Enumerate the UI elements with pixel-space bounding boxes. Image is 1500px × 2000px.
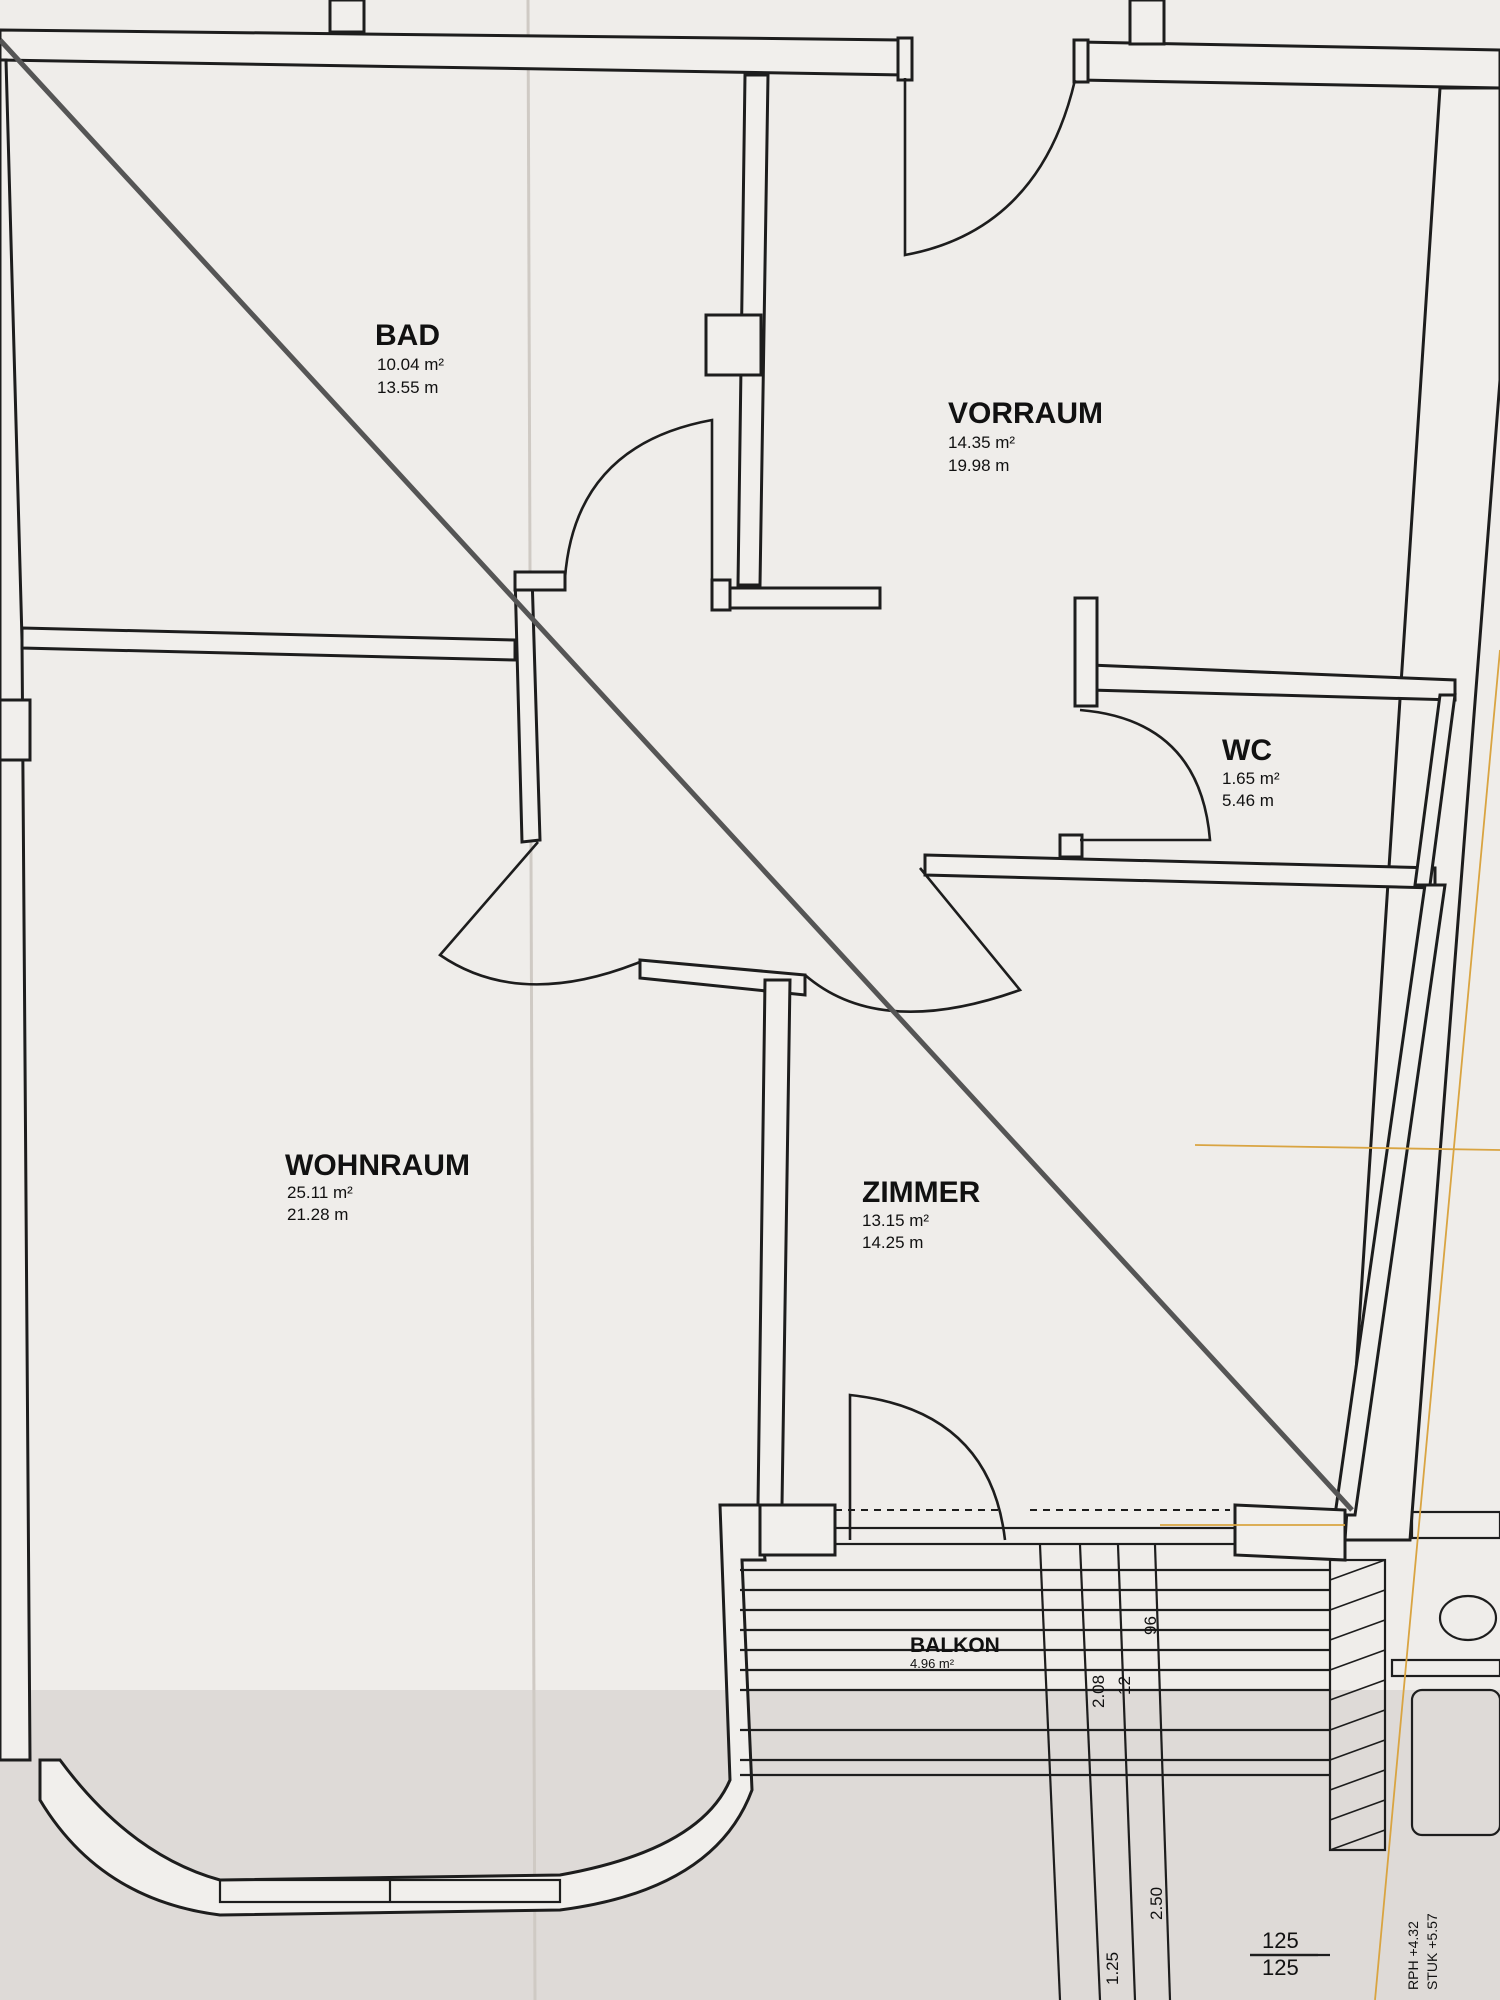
door-wohnraum [438, 841, 641, 986]
column-hatching [1329, 1559, 1386, 1851]
wall-stub-top-2 [1128, 0, 1166, 46]
wall-left [0, 58, 32, 1762]
reference-lines [1160, 649, 1500, 2000]
room-vorraum-perimeter: 19.98 m [948, 456, 1009, 475]
dimension-labels: 96 12 2.08 2.50 1.25 125 125 RPH +4.32 S… [1089, 1616, 1440, 1990]
room-balkon-name: BALKON [910, 1634, 1000, 1657]
ref-line-h [1194, 1144, 1500, 1151]
wall-zimmer-right [1333, 883, 1447, 1517]
room-bad-perimeter: 13.55 m [377, 378, 438, 397]
basin-neighbour [1410, 1688, 1500, 1837]
door-balkon [848, 1393, 1007, 1541]
balcony [740, 1510, 1500, 2000]
wall-top-right [1078, 40, 1500, 90]
rail-hatched-2 [1390, 1658, 1500, 1678]
dim-208: 2.08 [1089, 1675, 1108, 1708]
dim-vline-1 [1038, 1544, 1062, 2000]
rail-hatched [1410, 1510, 1500, 1540]
room-labels: BAD 10.04 m² 13.55 m VORRAUM 14.35 m² 19… [285, 319, 1280, 1671]
door-zimmer [804, 867, 1023, 1014]
room-zimmer-name: ZIMMER [862, 1176, 981, 1209]
wall-bad-wohn [20, 626, 517, 662]
room-bad-area: 10.04 m² [377, 355, 444, 374]
room-wc-name: WC [1222, 734, 1272, 767]
ref-line-v [1374, 649, 1500, 2000]
dim-125-a: 125 [1262, 1928, 1299, 1953]
level-rph: RPH +4.32 [1405, 1921, 1421, 1990]
door-bad [563, 418, 714, 585]
dim-12: 12 [1115, 1676, 1134, 1695]
neighbour-fixtures [1410, 1594, 1500, 1837]
room-vorraum-area: 14.35 m² [948, 433, 1015, 452]
wall-jamb-vorraum-2 [710, 578, 732, 612]
wall-door-jamb-bad [513, 570, 567, 592]
paper-fold [526, 0, 537, 2000]
wall-jamb-vorraum-1 [710, 586, 882, 610]
column-hatched [1328, 1558, 1387, 1852]
dim-125-b: 125 [1262, 1955, 1299, 1980]
wall-zimmer-bottom-right [1233, 1503, 1347, 1562]
wall-stub-top-1 [328, 0, 366, 34]
room-wohnraum-area: 25.11 m² [287, 1183, 353, 1202]
wall-jamb-entrance-right [1072, 38, 1090, 84]
dim-vline-4 [1153, 1544, 1172, 2000]
dim-vline-2 [1078, 1544, 1102, 2000]
room-wc-area: 1.65 m² [1222, 769, 1280, 788]
doors [438, 78, 1212, 1541]
wall-zimmer-bottom [758, 1503, 837, 1557]
room-balkon-area: 4.96 m² [910, 1656, 955, 1671]
dim-250: 2.50 [1147, 1887, 1166, 1920]
wall-wc-jamb-bottom [1058, 833, 1084, 859]
level-stuk: STUK +5.57 [1424, 1913, 1440, 1990]
room-wc-perimeter: 5.46 m [1222, 791, 1274, 810]
wall-stub-left [0, 698, 32, 762]
diagonal-strike [0, 38, 1354, 1512]
toilet-neighbour [1438, 1594, 1498, 1642]
wall-wohnraum-bay [38, 1503, 767, 1917]
door-entrance [903, 78, 1077, 257]
wall-wc-jamb-top [1073, 596, 1099, 708]
dim-96: 96 [1141, 1616, 1160, 1635]
room-zimmer-perimeter: 14.25 m [862, 1233, 923, 1252]
walls [0, 0, 1500, 1917]
dim-125-vertical: 1.25 [1103, 1952, 1122, 1985]
dim-vline-3 [1116, 1544, 1137, 2000]
door-wc [1079, 708, 1212, 842]
room-zimmer-area: 13.15 m² [862, 1211, 929, 1230]
room-wohnraum-perimeter: 21.28 m [287, 1205, 348, 1224]
window-zimmer [833, 1526, 1237, 1546]
shaft [704, 313, 763, 377]
room-wohnraum-name: WOHNRAUM [285, 1149, 470, 1182]
windows [218, 1509, 1237, 1904]
wall-jamb-entrance-left [896, 36, 914, 82]
room-vorraum-name: VORRAUM [948, 397, 1103, 430]
room-bad-name: BAD [375, 319, 440, 352]
